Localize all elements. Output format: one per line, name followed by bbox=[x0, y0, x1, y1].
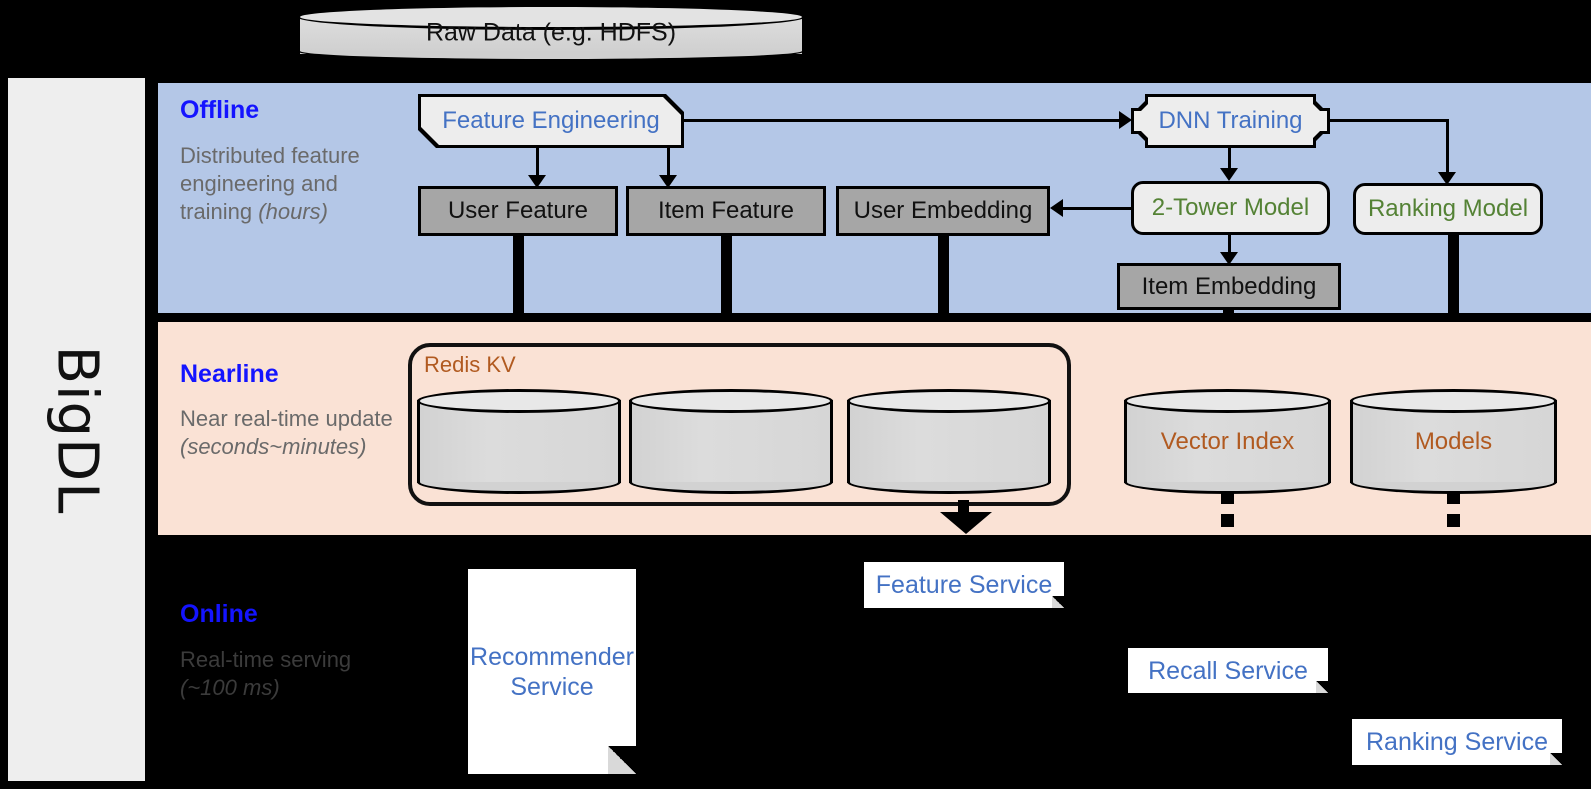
user-embedding-box[interactable]: User Embedding bbox=[836, 186, 1050, 236]
item-feature-label: Item Feature bbox=[657, 197, 795, 224]
item-embedding-box[interactable]: Item Embedding bbox=[1117, 263, 1341, 310]
connector-rawdata-fe bbox=[549, 62, 552, 84]
band-offline-title: Offline bbox=[180, 96, 260, 124]
two-tower-model-box[interactable]: 2-Tower Model bbox=[1131, 181, 1330, 235]
recommender-service-label: Recommender Service bbox=[470, 642, 634, 701]
vector-index-cylinder[interactable]: Vector Index bbox=[1124, 389, 1331, 494]
vector-index-label: Vector Index bbox=[1160, 427, 1295, 455]
band-online-subtitle-em: (~100 ms) bbox=[180, 675, 280, 701]
connector-fe-userfeature bbox=[536, 148, 539, 180]
pipe-userembedding bbox=[938, 236, 949, 390]
models-cylinder[interactable]: Models bbox=[1350, 389, 1557, 494]
ranking-service-label: Ranking Service bbox=[1365, 728, 1549, 756]
pipe-models-ranking-seg2 bbox=[1447, 514, 1460, 527]
cylinder-body bbox=[1124, 400, 1331, 483]
cylinder-top bbox=[1350, 389, 1557, 413]
raw-data-label: Raw Data (e.g. HDFS) bbox=[425, 18, 677, 47]
band-offline-subtitle-text: Distributed feature engineering and trai… bbox=[180, 143, 360, 225]
pipe-vectorindex-recall-seg2 bbox=[1221, 514, 1234, 527]
cylinder-body bbox=[847, 400, 1051, 483]
redis-kv-label: Redis KV bbox=[424, 352, 516, 377]
cylinder-body bbox=[1350, 400, 1557, 483]
bigdl-label: BigDL bbox=[44, 345, 109, 514]
cylinder-top bbox=[629, 389, 833, 413]
band-online-subtitle: Real-time serving (~100 ms) bbox=[180, 646, 395, 702]
user-embedding-label: User Embedding bbox=[853, 197, 1033, 224]
pipe-vectorindex-recall-seg1 bbox=[1221, 491, 1234, 504]
connector-dnn-ranking-v bbox=[1446, 119, 1449, 175]
pipe-userfeature bbox=[513, 236, 524, 390]
connector-dnn-ranking-h bbox=[1330, 119, 1449, 122]
pipe-redis-featureservice bbox=[958, 500, 969, 516]
cylinder-body bbox=[629, 400, 833, 483]
connector-twotower-itemembedding bbox=[1228, 235, 1231, 259]
arrowhead-redis-featureservice bbox=[940, 512, 992, 534]
cylinder-top bbox=[1124, 389, 1331, 413]
cylinder-top bbox=[847, 389, 1051, 413]
page-fold-icon bbox=[1316, 681, 1328, 693]
arrowhead-dnn-ranking bbox=[1438, 172, 1456, 185]
arrowhead-twotower-userembedding bbox=[1050, 199, 1063, 217]
raw-data-cylinder: Raw Data (e.g. HDFS) bbox=[297, 4, 805, 62]
band-offline-subtitle-em: (hours) bbox=[258, 199, 328, 225]
page-fold-icon bbox=[1550, 753, 1562, 765]
ranking-model-box[interactable]: Ranking Model bbox=[1353, 183, 1543, 235]
ranking-model-label: Ranking Model bbox=[1367, 195, 1529, 222]
cylinder-top bbox=[297, 4, 805, 30]
cylinder-top bbox=[417, 389, 621, 413]
recall-service-note[interactable]: Recall Service bbox=[1128, 648, 1328, 693]
connector-dnn-twotower bbox=[1228, 148, 1231, 172]
arrowhead-fe-dnn bbox=[1119, 111, 1132, 129]
band-nearline-subtitle: Near real-time update (seconds~minutes) bbox=[180, 405, 395, 461]
arrowhead-fe-itemfeature bbox=[659, 175, 677, 188]
arrowhead-dnn-twotower bbox=[1220, 168, 1238, 181]
page-fold-icon bbox=[1052, 596, 1064, 608]
user-embedding-store-cylinder[interactable] bbox=[847, 389, 1051, 494]
band-offline-subtitle: Distributed feature engineering and trai… bbox=[180, 142, 395, 226]
models-label: Models bbox=[1414, 427, 1493, 455]
feature-engineering-label: Feature Engineering bbox=[442, 107, 660, 134]
item-embedding-label: Item Embedding bbox=[1141, 272, 1317, 300]
connector-twotower-userembedding bbox=[1063, 207, 1133, 210]
pipe-models-ranking-seg1 bbox=[1447, 491, 1460, 504]
page-fold-icon bbox=[608, 746, 636, 774]
bigdl-rail: BigDL bbox=[8, 78, 145, 781]
band-nearline-subtitle-em: (seconds~minutes) bbox=[180, 434, 367, 460]
recommender-service-note[interactable]: Recommender Service bbox=[468, 569, 636, 774]
two-tower-model-label: 2-Tower Model bbox=[1151, 194, 1310, 221]
user-feature-box[interactable]: User Feature bbox=[418, 186, 618, 236]
feature-service-label: Feature Service bbox=[875, 571, 1053, 599]
redis-kv-container bbox=[408, 343, 1071, 506]
band-nearline-subtitle-text: Near real-time update bbox=[180, 406, 393, 431]
dnn-training-box[interactable]: DNN Training bbox=[1134, 97, 1327, 145]
connector-fe-itemfeature bbox=[667, 148, 670, 180]
band-online-subtitle-text: Real-time serving bbox=[180, 647, 352, 672]
arrowhead-twotower-itemembedding bbox=[1220, 252, 1238, 265]
arrowhead-fe-userfeature bbox=[528, 175, 546, 188]
connector-fe-dnn bbox=[684, 119, 1121, 122]
band-online-title: Online bbox=[180, 600, 258, 628]
item-feature-store-cylinder[interactable] bbox=[629, 389, 833, 494]
ranking-service-note[interactable]: Ranking Service bbox=[1352, 719, 1562, 765]
band-nearline-title: Nearline bbox=[180, 360, 279, 388]
cylinder-body bbox=[417, 400, 621, 483]
recall-service-label: Recall Service bbox=[1148, 656, 1308, 685]
user-feature-store-cylinder[interactable] bbox=[417, 389, 621, 494]
feature-service-note[interactable]: Feature Service bbox=[864, 562, 1064, 608]
pipe-rankingmodel bbox=[1448, 235, 1459, 390]
dnn-training-label: DNN Training bbox=[1158, 107, 1303, 134]
item-feature-box[interactable]: Item Feature bbox=[626, 186, 826, 236]
user-feature-label: User Feature bbox=[447, 197, 589, 224]
feature-engineering-box[interactable]: Feature Engineering bbox=[421, 97, 681, 145]
pipe-itemfeature bbox=[721, 236, 732, 390]
